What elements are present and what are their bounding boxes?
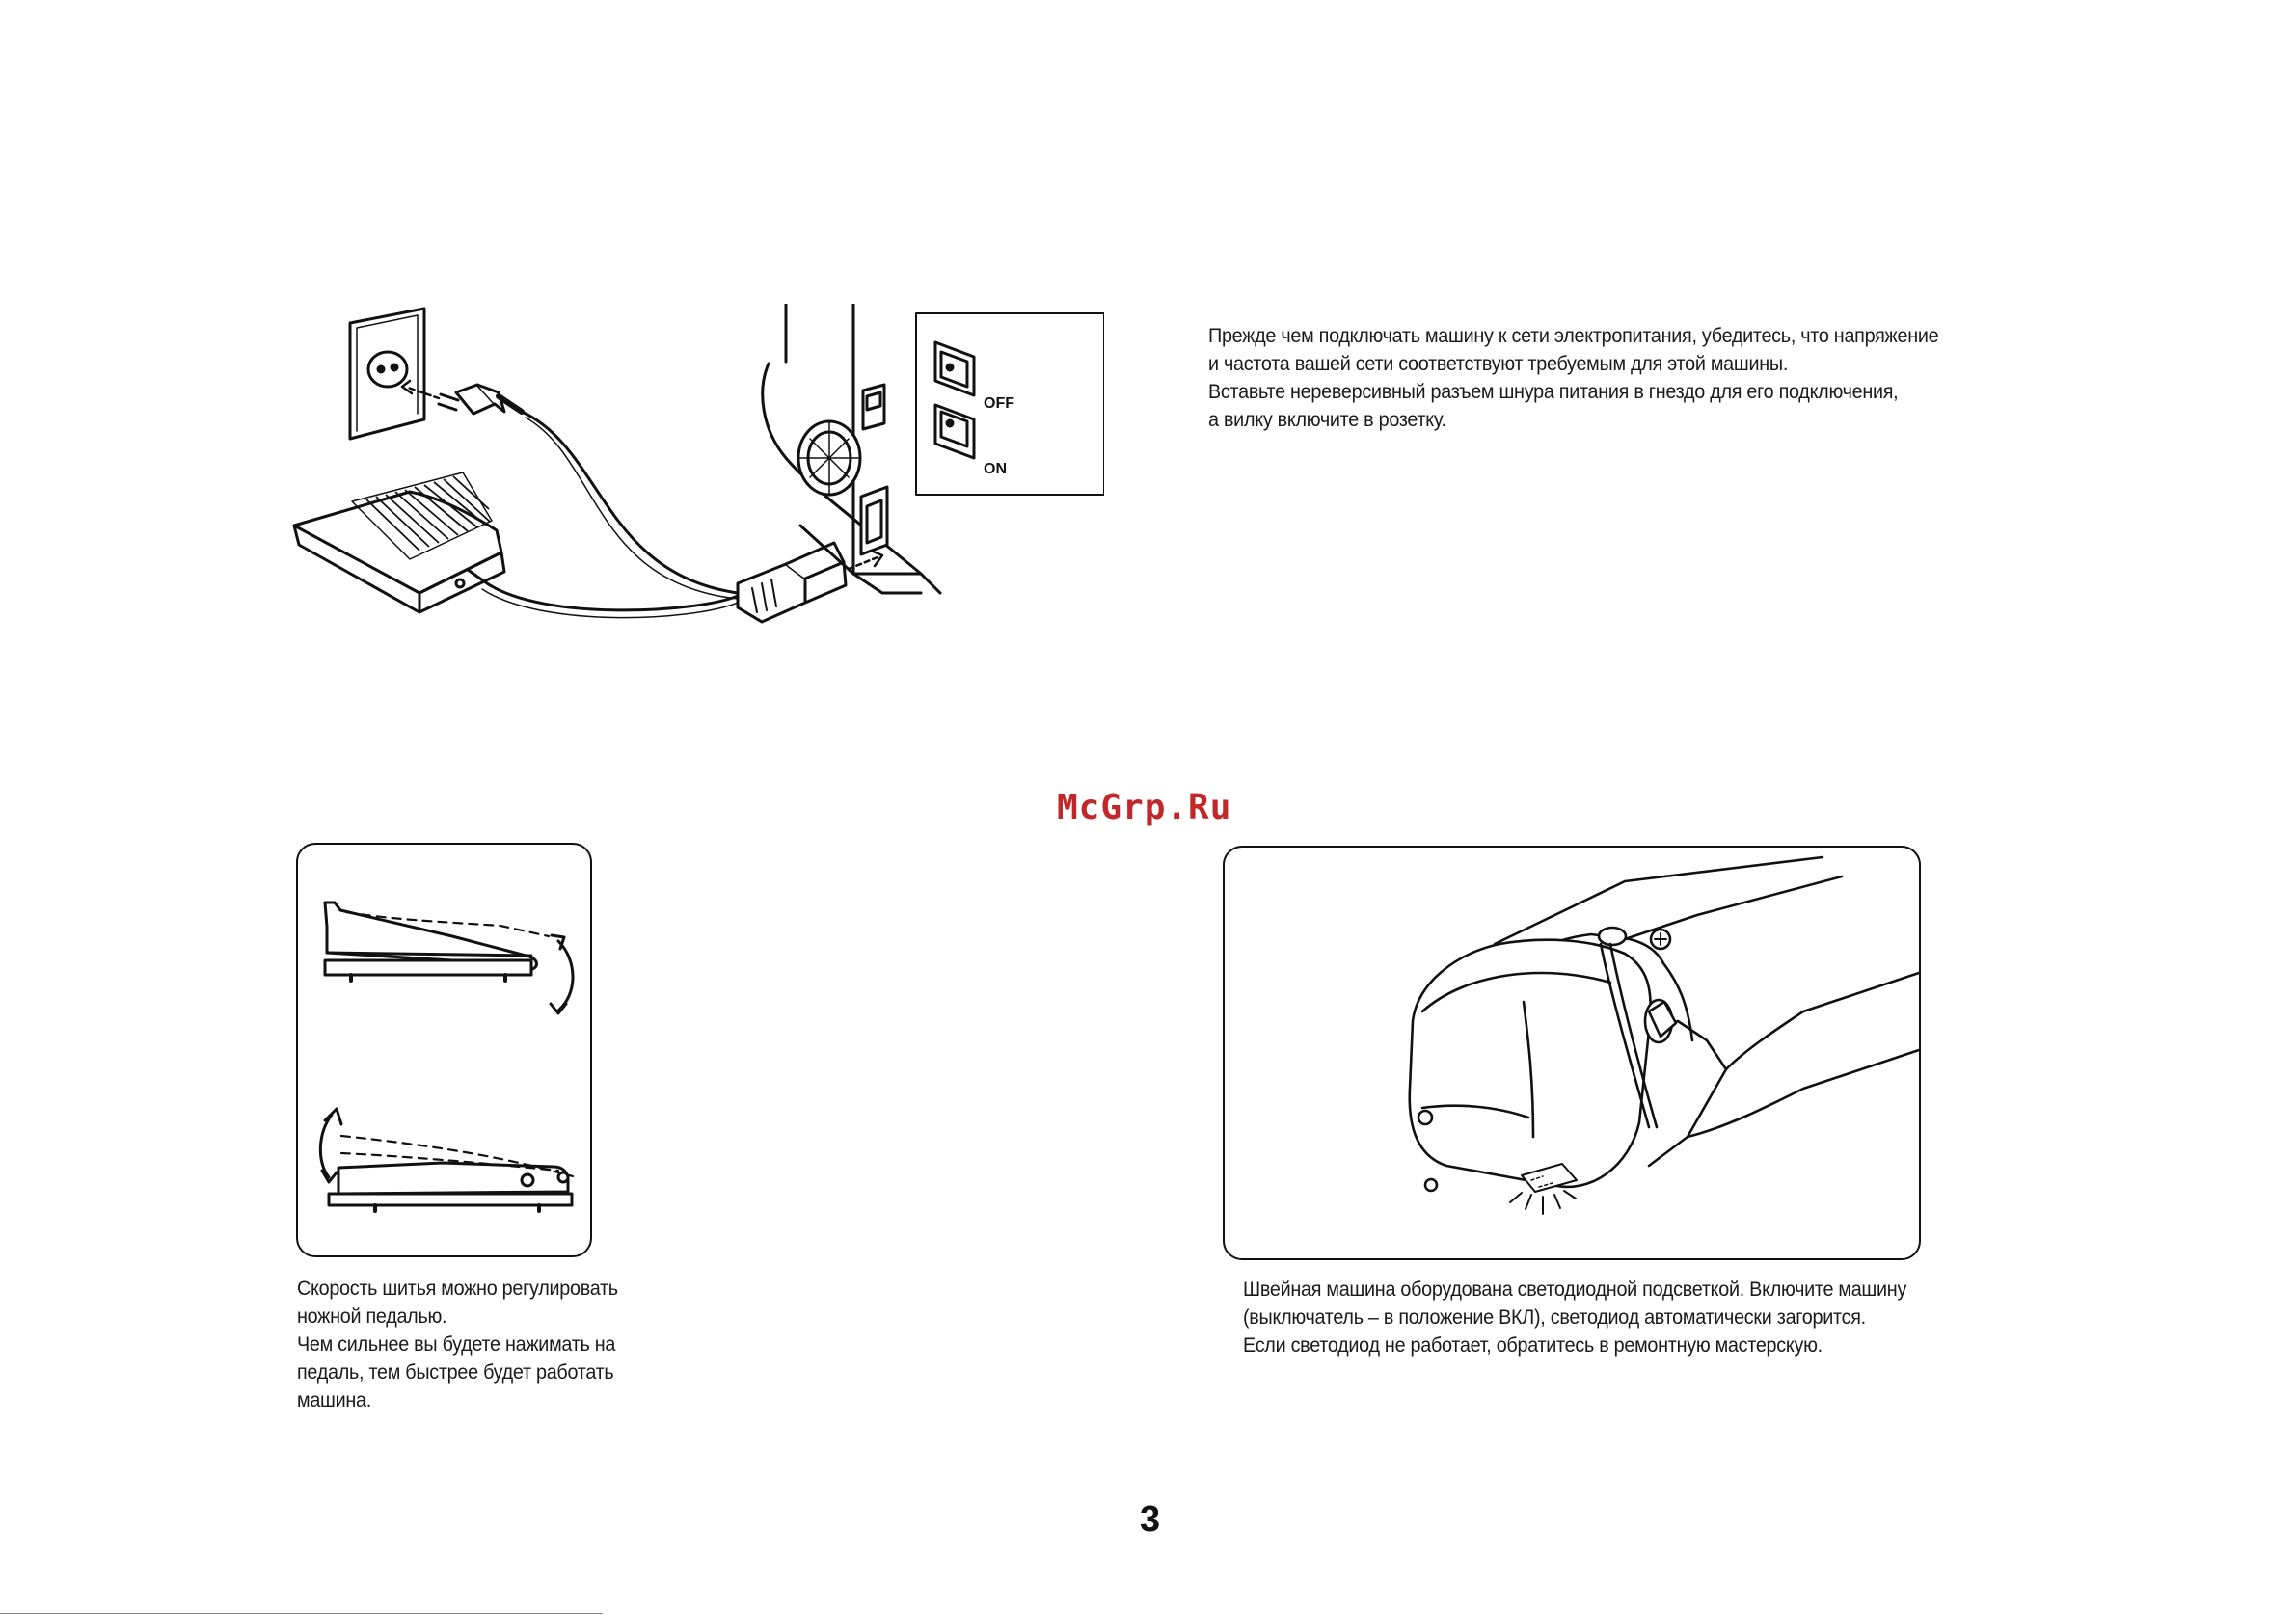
power-text-line-2: и частота вашей сети соответствуют требу… [1208,352,1789,375]
power-instructions-text: Прежде чем подключать машину к сети элек… [1208,322,1939,434]
led-light-figure [1223,846,1921,1260]
pedal-text-line-2: ножной педалью. [297,1305,447,1328]
pedal-pressing-illustration [318,901,575,1213]
page-number: 3 [1140,1499,1161,1540]
switch-off-label: OFF [984,395,1014,412]
light-text-line-1: Швейная машина оборудована светодиодной … [1243,1278,1907,1301]
bottom-divider [0,1613,603,1614]
watermark: McGrp.Ru [1057,788,1232,827]
pedal-text-line-1: Скорость шитья можно регулировать [297,1277,618,1300]
power-text-line-3: Вставьте нереверсивный разъем шнура пита… [1208,380,1899,403]
pedal-speed-text: Скорость шитья можно регулировать ножной… [297,1275,618,1415]
power-connection-illustration: OFF ON [292,304,1104,624]
pedal-text-line-3: Чем сильнее вы будете нажимать на [297,1333,616,1356]
power-text-line-1: Прежде чем подключать машину к сети элек… [1208,324,1939,347]
led-light-text: Швейная машина оборудована светодиодной … [1243,1276,1906,1360]
pedal-text-line-4: педаль, тем быстрее будет работать [297,1361,614,1384]
light-text-line-3: Если светодиод не работает, обратитесь в… [1243,1334,1823,1357]
pedal-text-line-5: машина. [297,1388,372,1412]
sewing-machine-head-illustration [1408,855,1919,1215]
power-text-line-4: а вилку включите в розетку. [1208,408,1446,431]
light-text-line-2: (выключатель – в положение ВКЛ), светоди… [1243,1306,1866,1329]
pedal-speed-figure [296,843,592,1257]
switch-on-label: ON [984,461,1007,477]
